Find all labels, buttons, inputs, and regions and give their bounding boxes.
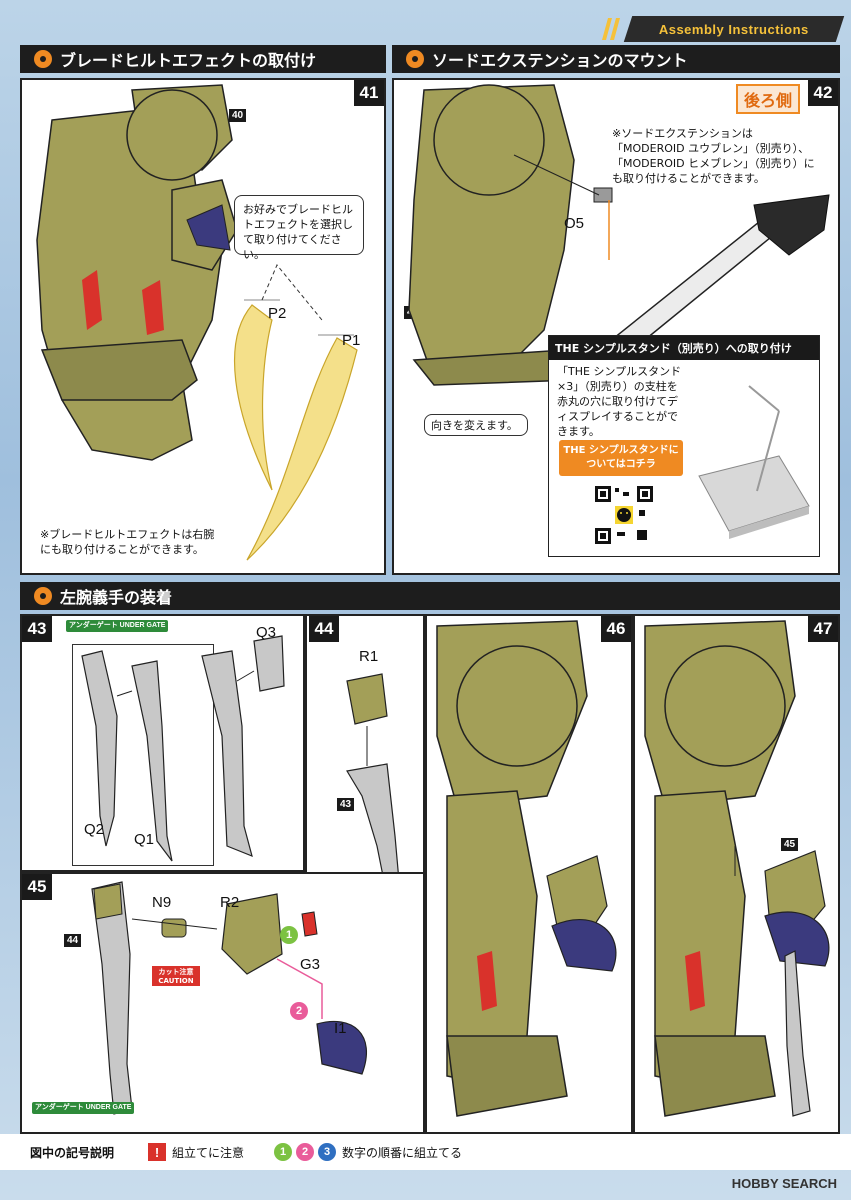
legend-caution-text: 組立てに注意 — [172, 1145, 245, 1160]
step-number: 46 — [601, 616, 631, 642]
part-label-n9: N9 — [152, 894, 172, 911]
arm-shield-illustration — [91, 881, 367, 1115]
step-43-panel: 43 アンダーゲート UNDER GATE Q3 Q2 Q1 — [20, 614, 305, 872]
ref-step-tag: 40 — [229, 109, 247, 122]
arm-assembly-illustration — [346, 673, 400, 887]
step-number: 47 — [808, 616, 838, 642]
arm-parts-illustration — [81, 635, 285, 862]
step-47-panel: 47 45 — [633, 614, 840, 1134]
robot-rear-illustration — [408, 84, 830, 386]
rear-side-tag: 後ろ側 — [735, 84, 800, 114]
arm-complete-illustration — [644, 620, 830, 1117]
part-label-i1: I1 — [334, 1020, 347, 1037]
instruction-bubble: お好みでブレードヒルトエフェクトを選択して取り付けてください。 — [234, 195, 364, 261]
part-label-q3: Q3 — [256, 624, 277, 641]
arm-attach-illustration — [436, 620, 617, 1117]
section-icon — [34, 587, 52, 605]
part-label-q1: Q1 — [134, 831, 155, 848]
part-label-r1: R1 — [359, 648, 379, 665]
section-icon — [406, 50, 424, 68]
order-2-icon: 2 — [290, 1002, 308, 1020]
detail-box — [72, 644, 214, 866]
step-44-panel: 44 R1 43 — [305, 614, 425, 894]
order-3-icon: 3 — [318, 1143, 337, 1161]
ref-step-tag: 44 — [64, 934, 82, 947]
stand-illustration — [698, 385, 810, 539]
watermark: HOBBY SEARCH — [731, 1176, 837, 1191]
step-number: 43 — [22, 616, 52, 642]
part-label-o5: O5 — [564, 215, 585, 232]
step-42-panel: 42 後ろ側 40 ※ソードエクステンションは「MODEROID ユウブレン」（… — [392, 78, 840, 575]
rotate-note: 向きを変えます。 — [424, 414, 528, 436]
step-45-panel: 45 44 N9 R2 G3 I1 1 2 カット注意 CAUTION アンダー… — [20, 872, 425, 1134]
cut-caution-tag: カット注意 CAUTION — [152, 966, 200, 986]
ref-step-tag: 43 — [337, 798, 355, 811]
symbol-legend: 図中の記号説明 ! 組立てに注意 1 2 3 数字の順番に組立てる — [0, 1134, 851, 1170]
order-1-icon: 1 — [280, 926, 298, 944]
step-number: 41 — [354, 80, 384, 106]
step-46-panel: 46 — [425, 614, 633, 1134]
legend-order-text: 数字の順番に組立てる — [342, 1145, 463, 1160]
stand-box-text: 「THE シンプルスタンド×3」（別売り）の支柱を赤丸の穴に取り付けてディスプレ… — [557, 365, 682, 438]
stand-box-title: THE シンプルスタンド（別売り）への取り付け — [549, 336, 819, 360]
page-header-title: Assembly Instructions — [623, 16, 845, 42]
part-label-r2: R2 — [220, 894, 240, 911]
section-icon — [34, 50, 52, 68]
stand-link-button[interactable]: THE シンプルスタンドについてはコチラ — [559, 440, 683, 476]
step-41-note: ※ブレードヒルトエフェクトは右腕にも取り付けることができます。 — [40, 528, 215, 556]
ref-step-tag: 45 — [781, 838, 799, 851]
order-2-icon: 2 — [296, 1143, 315, 1161]
step-41-panel: 41 40 お好みでブレードヒルトエフェクトを選択して取り付けてください。 P2… — [20, 78, 386, 575]
part-label-g3: G3 — [300, 956, 321, 973]
step-number: 45 — [22, 874, 52, 900]
step-number: 42 — [808, 80, 838, 106]
order-1-icon: 1 — [274, 1143, 293, 1161]
step-number: 44 — [309, 616, 339, 642]
legend-title: 図中の記号説明 — [30, 1145, 115, 1160]
robot-leg-illustration — [36, 84, 358, 561]
under-gate-tag: アンダーゲート UNDER GATE — [32, 1102, 135, 1114]
qr-code — [593, 484, 655, 546]
header-stripes — [602, 18, 620, 40]
section-bar-arm: 左腕義手の装着 — [20, 582, 840, 610]
section-bar-blade: ブレードヒルトエフェクトの取付け — [20, 45, 386, 73]
step-42-note: ※ソードエクステンションは「MODEROID ユウブレン」（別売り）、「MODE… — [612, 127, 815, 185]
stand-box: THE シンプルスタンド（別売り）への取り付け 「THE シンプルスタンド×3」… — [548, 335, 820, 557]
part-label-q2: Q2 — [84, 821, 105, 838]
section-bar-sword: ソードエクステンションのマウント — [392, 45, 840, 73]
caution-icon: ! — [148, 1143, 167, 1161]
part-label-p1: P1 — [342, 332, 361, 349]
under-gate-tag: アンダーゲート UNDER GATE — [66, 620, 169, 632]
part-label-p2: P2 — [268, 305, 287, 322]
